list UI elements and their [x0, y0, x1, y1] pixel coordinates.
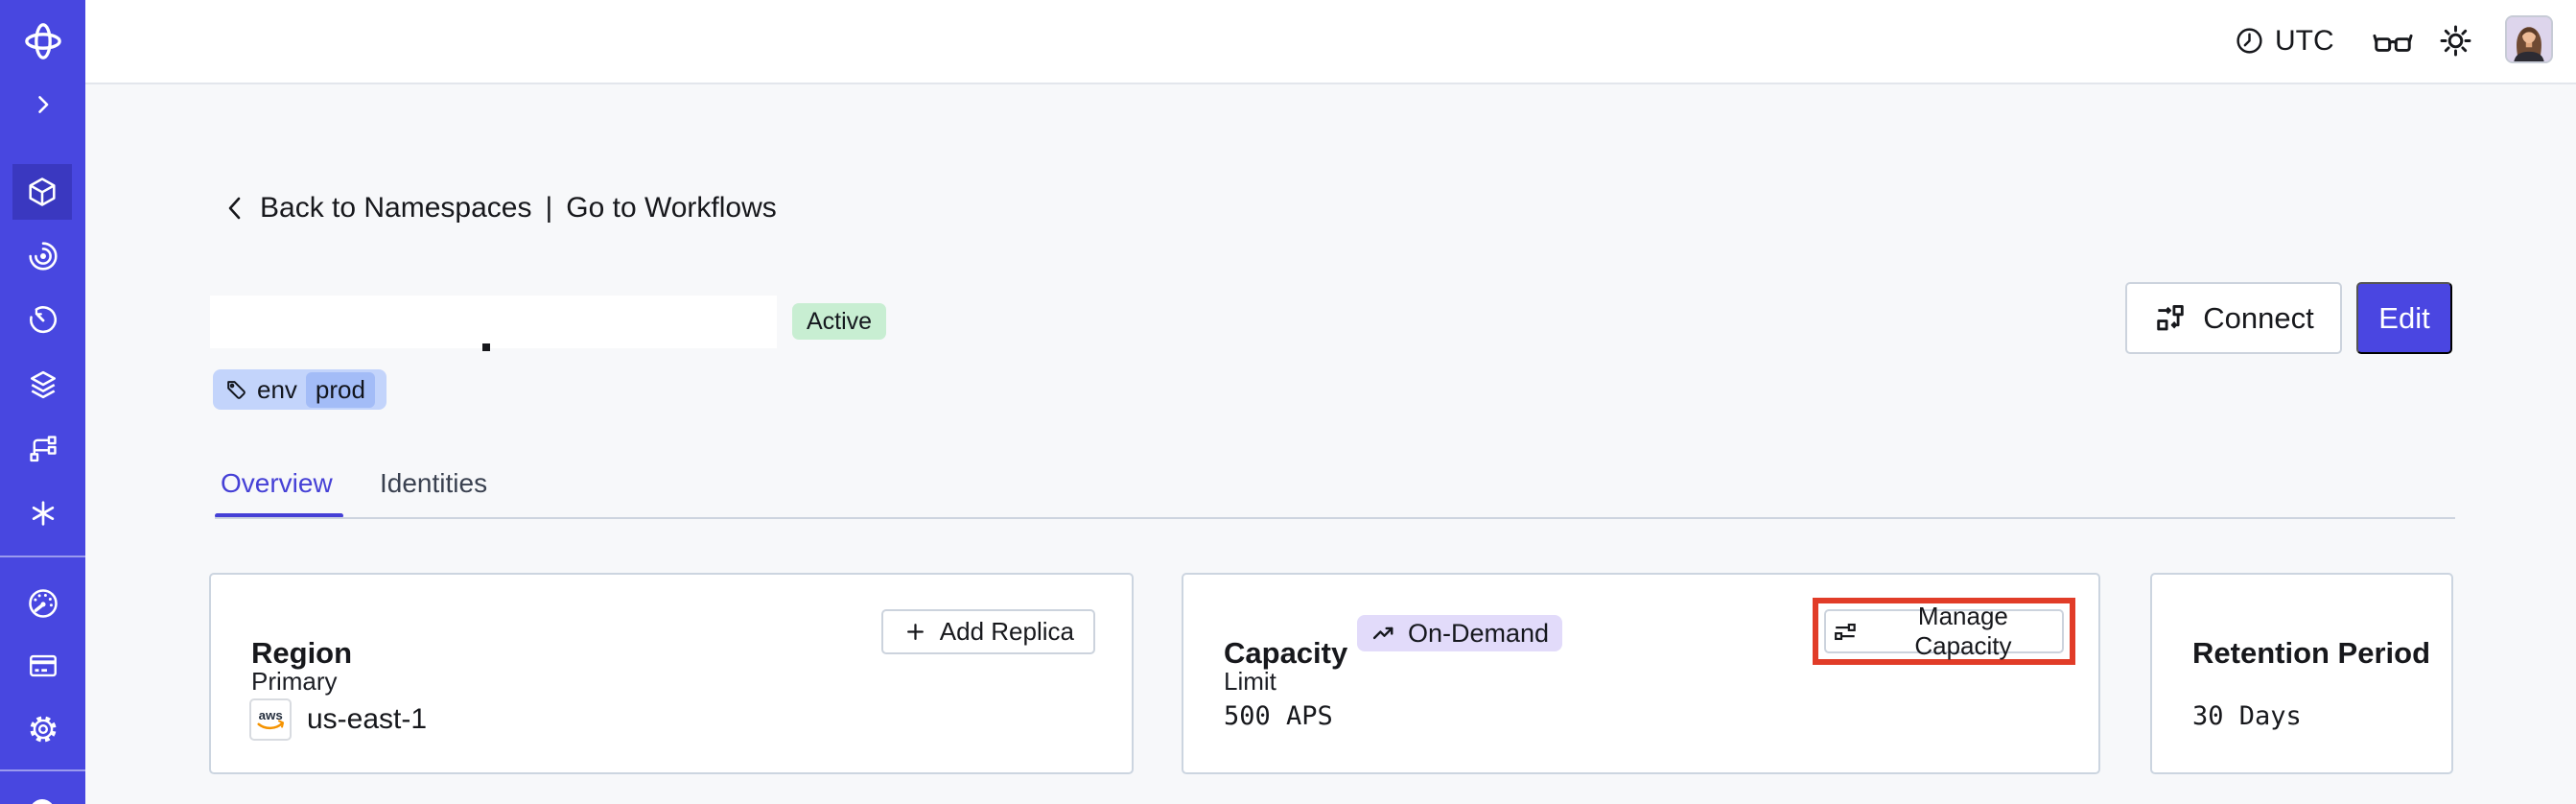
active-tab-indicator [215, 513, 343, 518]
sidebar-item-nexus[interactable] [0, 420, 85, 478]
retention-card-title: Retention Period [2192, 635, 2431, 670]
go-to-workflows-link[interactable]: Go to Workflows [566, 192, 777, 224]
sidebar-item-batch-operations[interactable] [0, 485, 85, 542]
connect-flow-icon [2157, 304, 2184, 330]
sidebar-nav [0, 0, 85, 804]
region-value-row: aws us-east-1 [249, 698, 427, 741]
limit-label: Limit [1224, 667, 1276, 696]
sidebar-item-deployments[interactable] [0, 356, 85, 414]
region-value: us-east-1 [307, 703, 428, 735]
credit-card-icon [29, 654, 57, 677]
tabs-divider [215, 517, 2455, 519]
edit-button[interactable]: Edit [2356, 282, 2452, 354]
gear-icon [29, 716, 57, 743]
status-badge-label: Active [807, 307, 873, 335]
primary-label: Primary [251, 667, 338, 696]
branch-icon [29, 436, 57, 462]
layers-icon [30, 370, 56, 399]
tag-icon [227, 380, 246, 399]
plus-icon [906, 624, 924, 640]
sidebar-item-namespaces[interactable] [12, 164, 72, 220]
retention-value: 30 Days [2192, 701, 2302, 731]
manage-capacity-button[interactable]: Manage Capacity [1824, 602, 2064, 660]
sidebar-item-settings[interactable] [0, 700, 85, 758]
edit-button-label: Edit [2378, 300, 2430, 335]
retention-card: Retention Period 30 Days [2150, 573, 2453, 774]
tab-overview[interactable]: Overview [221, 468, 333, 498]
tag-key: env [257, 374, 297, 404]
timezone-selector[interactable]: UTC [2275, 25, 2334, 57]
sidebar-item-workflows[interactable] [0, 227, 85, 285]
avatar[interactable] [2505, 15, 2553, 63]
sidebar-divider [0, 769, 85, 771]
limit-value: 500 APS [1224, 701, 1333, 731]
sidebar-expand-button[interactable] [0, 76, 85, 133]
tag-value: prod [305, 371, 375, 408]
connect-button[interactable]: Connect [2125, 282, 2342, 354]
sidebar-item-billing[interactable] [0, 637, 85, 695]
gauge-icon [28, 589, 58, 618]
on-demand-label: On-Demand [1408, 618, 1550, 648]
sidebar-item-schedules[interactable] [0, 292, 85, 349]
chevron-left-icon[interactable] [223, 194, 246, 223]
region-card-title: Region [251, 635, 353, 670]
namespace-tag-chip[interactable]: env prod [213, 369, 386, 410]
breadcrumb-separator: | [545, 192, 553, 224]
glasses-icon[interactable] [2372, 28, 2414, 57]
cube-icon [29, 177, 56, 206]
utc-clock-icon [2235, 26, 2264, 56]
manage-capacity-label: Manage Capacity [1914, 602, 2012, 660]
annotation-highlight-box: Manage Capacity [1813, 598, 2075, 665]
breadcrumb: Back to Namespaces | Go to Workflows [223, 192, 777, 225]
on-demand-badge: On-Demand [1357, 615, 1563, 651]
temporal-logo-icon[interactable] [0, 12, 85, 70]
capacity-card: Capacity On-Demand Manage Capacity [1182, 573, 2100, 774]
sliders-icon [1835, 623, 1856, 640]
sidebar-divider [0, 556, 85, 557]
sun-icon[interactable] [2438, 23, 2473, 59]
trend-up-icon [1372, 627, 1393, 639]
aws-logo-icon: aws [249, 698, 292, 741]
topbar: UTC [85, 0, 2576, 84]
tab-identities[interactable]: Identities [380, 468, 488, 498]
add-replica-label: Add Replica [939, 617, 1074, 646]
capacity-card-title: Capacity [1224, 635, 1348, 670]
connect-button-label: Connect [2203, 300, 2314, 335]
region-card: Region Add Replica Primary aws us-east-1 [209, 573, 1134, 774]
asterisk-icon [32, 501, 54, 526]
iris-icon [28, 242, 58, 271]
add-replica-button[interactable]: Add Replica [880, 609, 1095, 654]
sidebar-item-usage[interactable] [0, 575, 85, 632]
clock-rotate-icon [29, 306, 57, 334]
namespace-name-placeholder [210, 296, 777, 348]
status-badge: Active [792, 303, 887, 340]
svg-text:aws: aws [259, 708, 283, 722]
sidebar-item-partial-icon[interactable] [30, 799, 55, 804]
back-to-namespaces-link[interactable]: Back to Namespaces [260, 192, 532, 224]
namespace-name-artifact [482, 343, 490, 351]
